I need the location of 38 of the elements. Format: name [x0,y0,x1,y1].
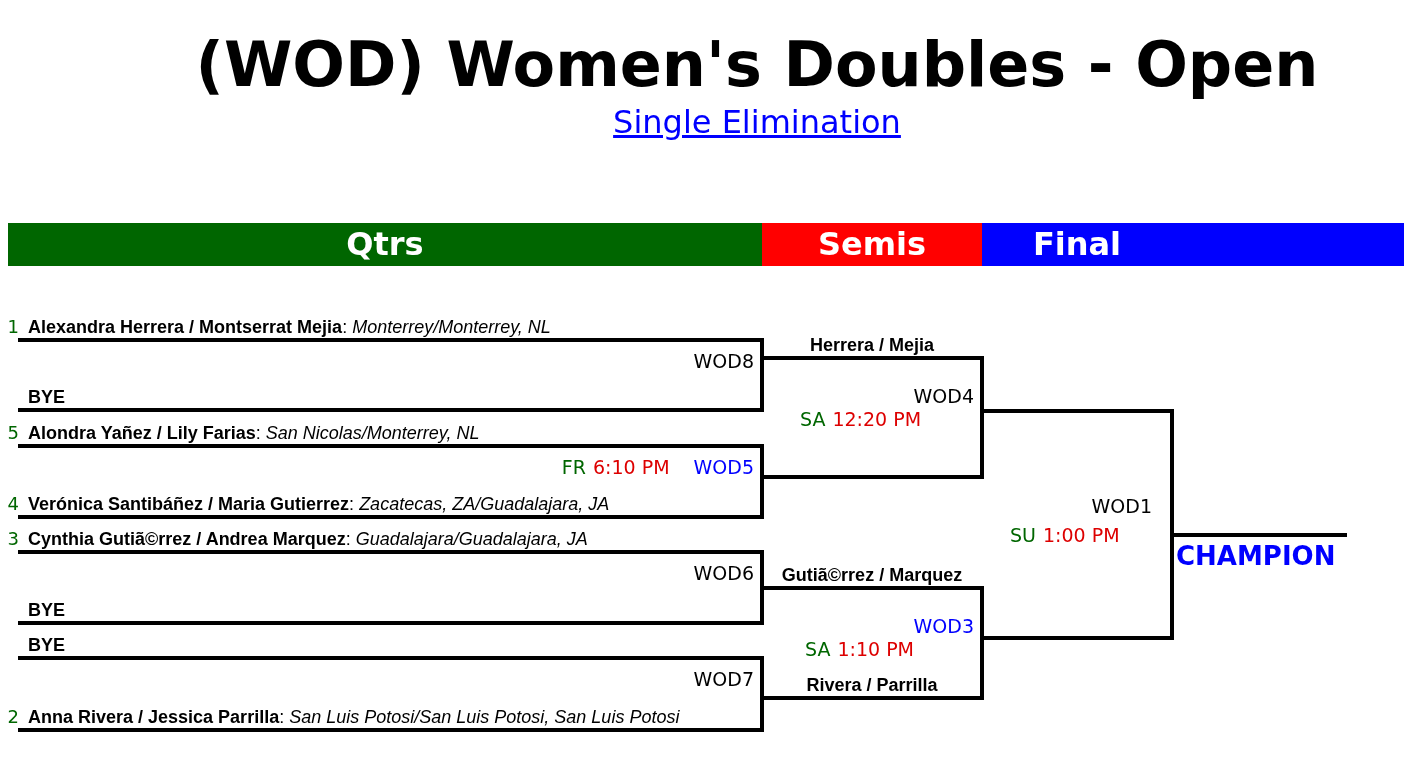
match-code: WOD5 [693,456,754,478]
match-day: FR [561,456,586,478]
team-entry: Cynthia Gutiã©rrez / Andrea Marquez: Guadalajara/Guadalajara, JA [20,528,588,552]
match-code: WOD1 [1091,495,1152,517]
bye-entry: BYE [20,599,65,623]
champion-label: CHAMPION [1176,535,1345,573]
seed-number: 5 [7,422,19,444]
match-code: WOD6 [693,562,754,584]
round-header: Semis [762,223,982,266]
seed-number: 2 [7,706,19,728]
bracket-line [18,486,764,519]
bye-entry: BYE [20,634,65,658]
seed-number: 4 [7,493,19,515]
match-time: 12:20 PM [832,408,922,430]
team-entry: Verónica Santibáñez / Maria Gutierrez: Zacatecas, ZA/Guadalajara, JA [20,493,610,517]
round-header: Final [982,223,1404,266]
team-entry: Alexandra Herrera / Montserrat Mejia: Monterrey/Monterrey, NL [20,316,551,340]
match-code: WOD8 [693,350,754,372]
bracket-line [18,592,764,625]
match-day: SA [800,408,826,430]
page-title: (WOD) Women's Doubles - Open [195,28,1319,102]
match-time: 1:00 PM [1042,524,1120,546]
match-day: SA [805,638,831,660]
match-code: WOD4 [913,385,974,407]
bye-entry: BYE [20,386,65,410]
round-header: Qtrs [8,223,762,266]
bracket-type-link: Single Elimination [613,102,901,142]
team-entry: Alondra Yañez / Lily Farias: San Nicolas/Monterrey, NL [20,422,480,446]
match-code: WOD7 [693,668,754,690]
match-code: WOD3 [913,615,974,637]
team-entry: Anna Rivera / Jessica Parrilla: San Luis Potosi/San Luis Potosi, San Luis Potosi [20,706,680,730]
match-day: SU [1010,524,1036,546]
match-time: 6:10 PM [592,456,670,478]
seed-number: 3 [7,528,19,550]
match-time: 1:10 PM [837,638,914,660]
bracket-line [18,698,764,732]
bracket-line [18,380,764,412]
seed-number: 1 [7,316,19,338]
